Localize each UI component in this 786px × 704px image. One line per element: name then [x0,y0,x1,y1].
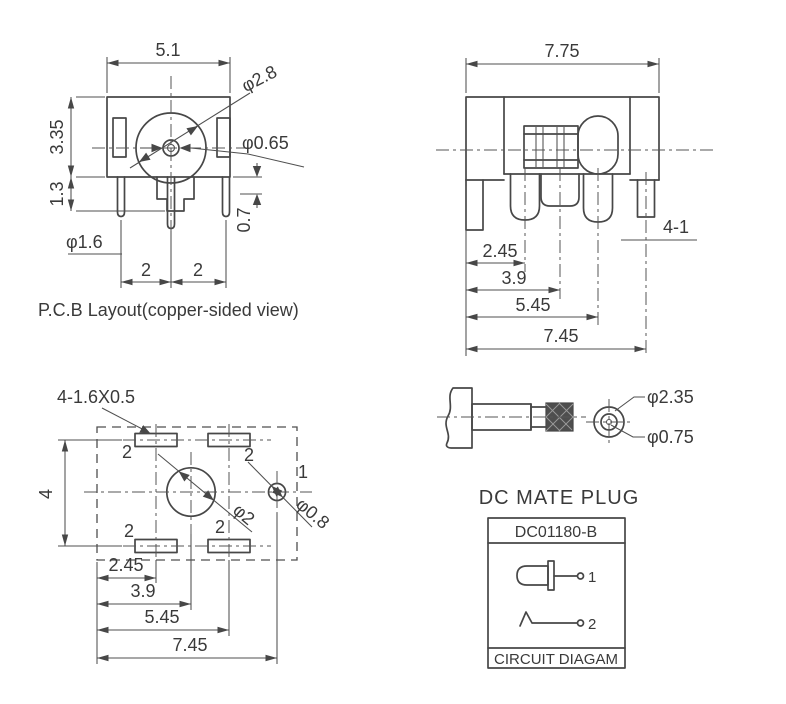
shell-outline [465,96,660,181]
dim-pin-diameter: φ0.65 [242,133,289,153]
pcb-centerlines [84,424,312,560]
pcb-pads [134,432,251,554]
dim-pcb-d2: 3.9 [130,581,155,601]
dim-plug-outer: φ2.35 [647,387,694,407]
circuit-diagram-box: DC01180-B 1 2 CIRCUIT DIAGAM [487,517,626,669]
right-pin [221,176,231,218]
left-foot [465,179,484,231]
dim-leg-diameter: φ1.6 [66,232,103,252]
dim-leg-length: 0.7 [234,207,254,232]
dim-pitch-left: 2 [141,260,151,280]
pcb-layout-view: 4-1.6X0.5 2 2 2 2 4 φ2 φ0.8 1 [36,387,333,664]
pcb-dimensions: 4-1.6X0.5 2 2 2 2 4 φ2 φ0.8 1 [36,387,333,664]
dim-pcb-d1: 2.45 [108,555,143,575]
contact-lobe [577,115,619,175]
model-number: DC01180-B [515,524,597,541]
dim-side-width: 7.75 [544,41,579,61]
dim-barrel-diameter: φ2.8 [238,61,280,95]
pad-size-note: 4-1.6X0.5 [57,387,135,407]
plug-view: φ2.35 φ0.75 DC MATE PLUG DC01180-B 1 2 C… [437,387,694,669]
knurl-hatch [545,402,574,432]
dim-pcb-height: 4 [36,489,56,499]
dim-front-width: 5.1 [155,40,180,60]
plug-end-view: φ2.35 φ0.75 [586,387,694,447]
dim-side-d3: 5.45 [515,295,550,315]
dim-front-height: 3.35 [47,119,67,154]
pin1-number: 1 [298,462,308,482]
left-pin [116,176,126,218]
terminal2-node [576,619,585,627]
pad-label-1: 2 [122,442,132,462]
circuit-box-outline [487,517,626,669]
dim-pin1-hole: φ0.8 [292,494,333,533]
right-foot [636,179,656,218]
terminal1-label: 1 [588,569,596,586]
plug-handle [445,387,473,449]
side-view: 7.75 2.45 3.9 5.45 7.45 4-1 [436,41,716,356]
dim-side-d1: 2.45 [482,241,517,261]
circuit-box-caption: CIRCUIT DIAGAM [494,651,618,668]
side-view-body [436,96,716,356]
dim-front-step: 1.3 [47,181,67,206]
pad-label-3: 2 [124,521,134,541]
front-view-caption: P.C.B Layout(copper-sided view) [38,300,299,320]
side-view-dimensions: 7.75 2.45 3.9 5.45 7.45 4-1 [465,41,697,356]
dim-pcb-d3: 5.45 [144,607,179,627]
dim-pcb-d4: 7.45 [172,635,207,655]
circuit-symbol-terminal1: 1 [516,560,596,591]
terminal2-label: 2 [588,616,596,633]
plug-side-drawing [437,387,586,449]
pad-label-2: 2 [244,445,254,465]
switch-contact-symbol [519,611,578,627]
right-slot [216,117,231,158]
front-view-body [92,76,250,266]
dim-side-legs-note: 4-1 [663,217,689,237]
left-slot [112,117,127,158]
terminal1-node [576,572,585,580]
front-view-dimensions: 5.1 3.35 1.3 φ2.8 φ0.65 φ1.6 [47,40,305,288]
plug-title: DC MATE PLUG [479,487,640,509]
dim-center-hole: φ2 [229,500,258,529]
dim-pitch-right: 2 [193,260,203,280]
front-view: 5.1 3.35 1.3 φ2.8 φ0.65 φ1.6 [38,40,305,320]
center-tab [156,176,195,212]
dim-side-d2: 3.9 [501,268,526,288]
center-tab-side [540,173,580,207]
slotted-contact [523,125,579,169]
dim-plug-inner: φ0.75 [647,427,694,447]
pad-label-4: 2 [215,517,225,537]
plug-tip-symbol [516,565,549,586]
circuit-symbol-terminal2: 2 [519,611,596,633]
dim-side-d4: 7.45 [543,326,578,346]
